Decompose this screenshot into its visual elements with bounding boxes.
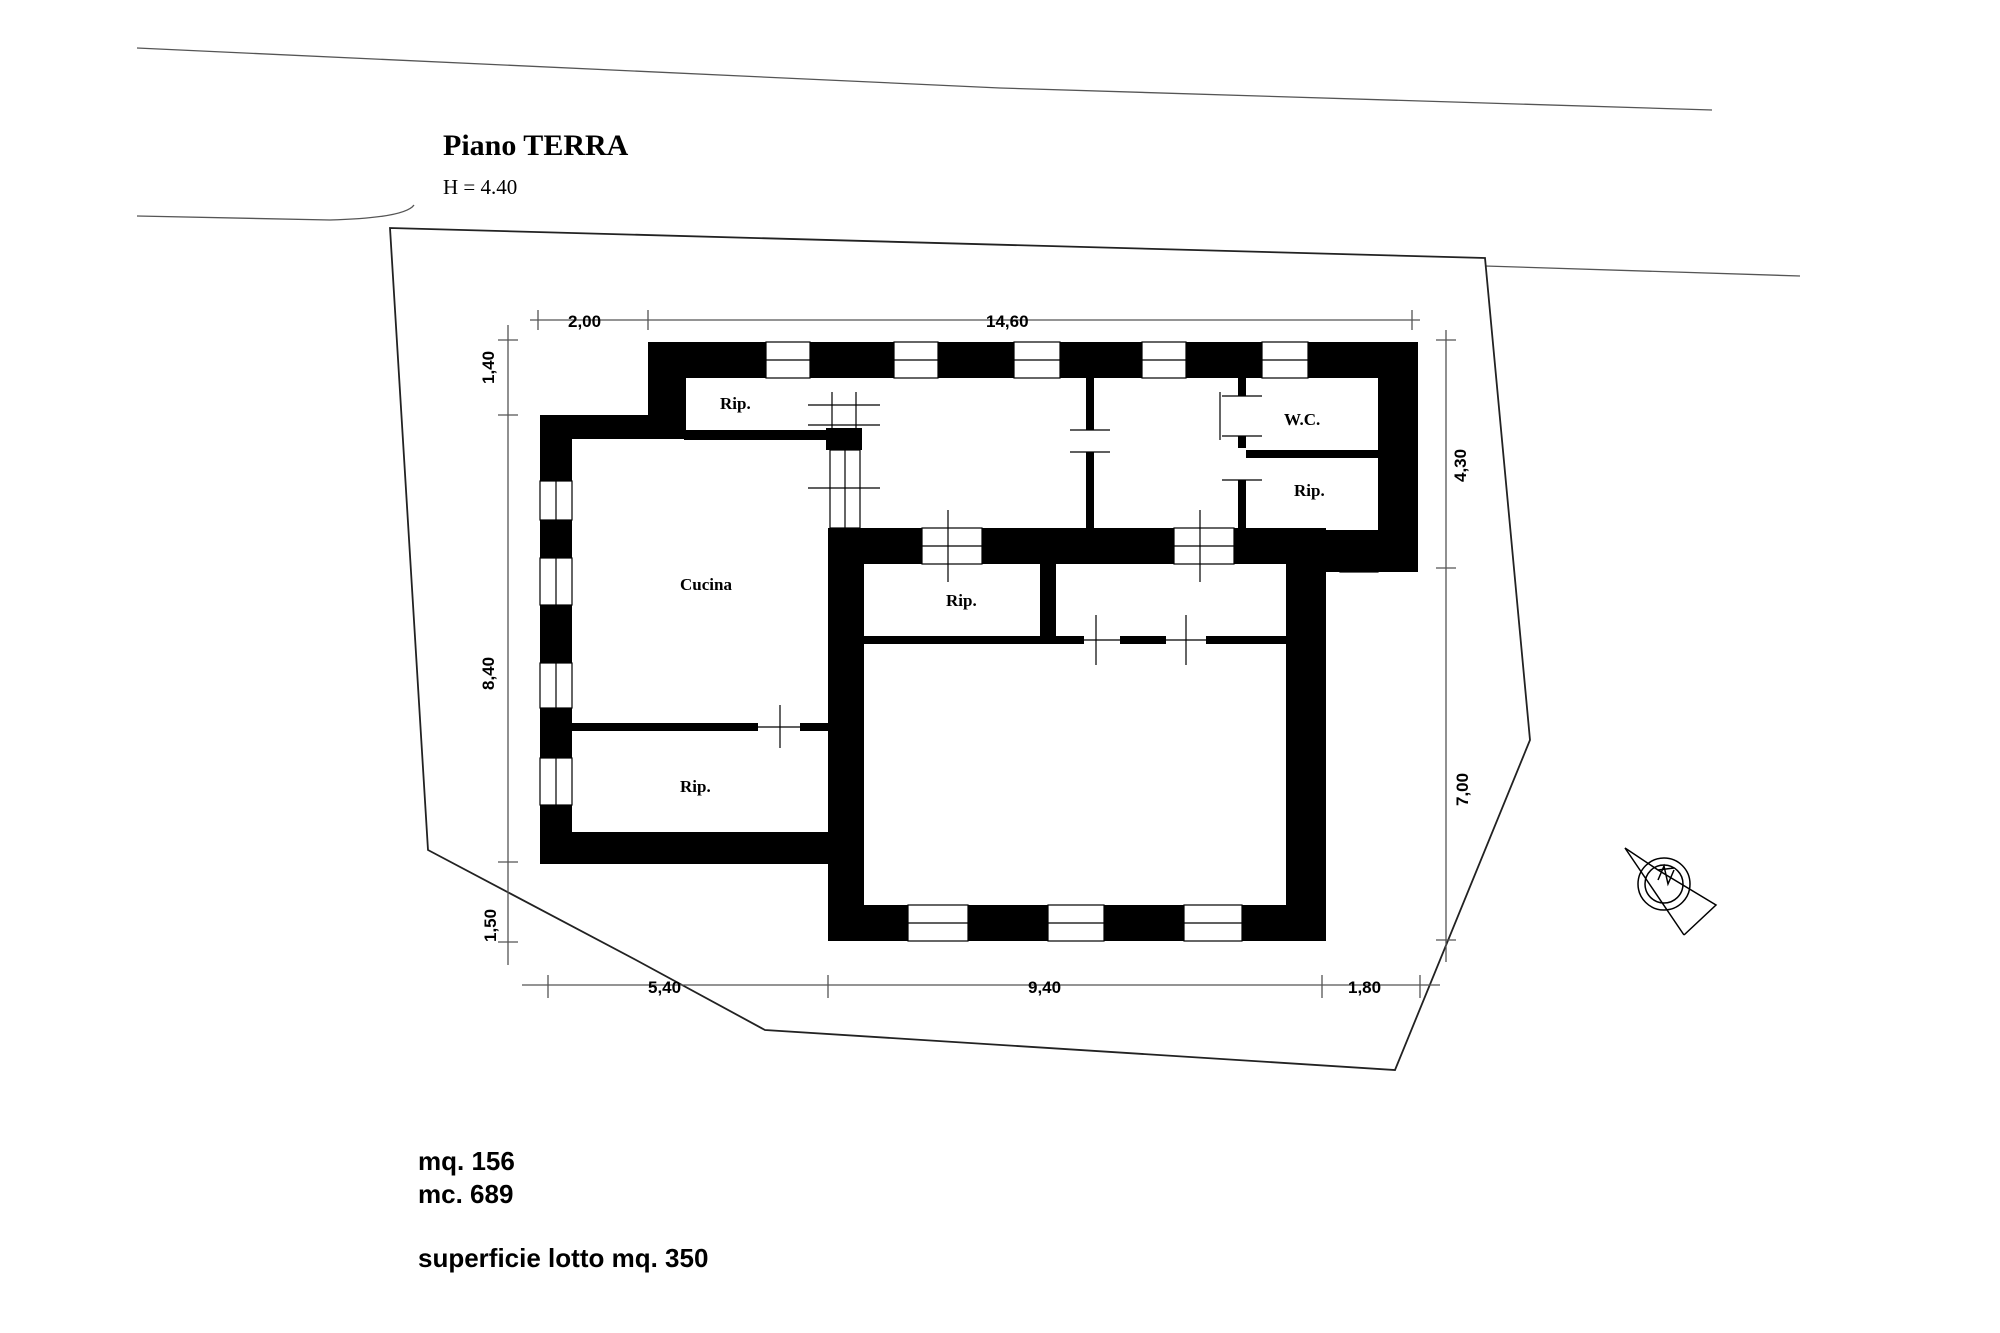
room-label-rip-top: Rip. [720,394,751,413]
doors [758,392,1262,748]
volume-stat: mc. 689 [418,1179,513,1209]
dim-left-main: 8,40 [479,657,498,690]
dim-bottom-right: 1,80 [1348,978,1381,997]
room-label-wc: W.C. [1284,410,1320,429]
road-lines [136,47,1801,277]
walls [540,342,1418,941]
dim-top-main: 14,60 [986,312,1029,331]
dim-left-bottom: 1,50 [481,909,500,942]
dim-bottom-left: 5,40 [648,978,681,997]
lot-boundary [389,227,1531,1071]
dim-left-top: 1,40 [479,351,498,384]
plan-title: Piano TERRA [443,129,629,162]
room-label-rip-center: Rip. [946,591,977,610]
dim-top-left: 2,00 [568,312,601,331]
room-label-rip-right: Rip. [1294,481,1325,500]
room-label-rip-bottom: Rip. [680,777,711,796]
north-arrow-icon [1624,847,1718,936]
dim-right-top: 4,30 [1451,449,1470,482]
windows [539,341,1379,942]
room-label-cucina: Cucina [680,575,732,594]
lot-area-stat: superficie lotto mq. 350 [418,1243,708,1273]
dim-right-bottom: 7,00 [1453,773,1472,806]
area-stat: mq. 156 [418,1146,515,1176]
dim-bottom-main: 9,40 [1028,978,1061,997]
height-label: H = 4.40 [443,175,517,199]
dimension-lines [498,310,1456,998]
